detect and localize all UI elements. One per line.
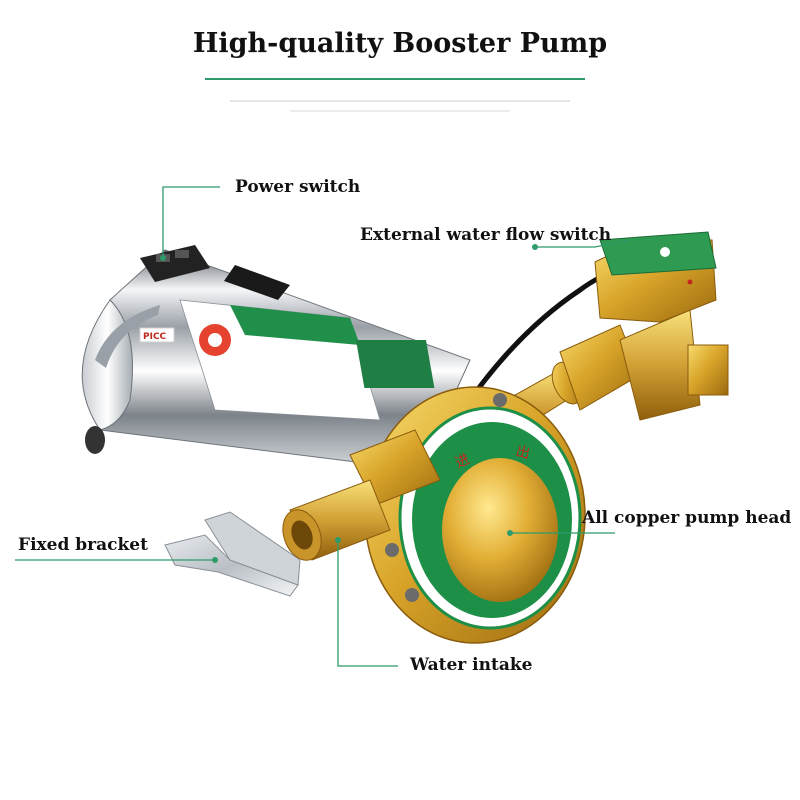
leader-water-intake [337,540,398,667]
callout-external-flow-switch: External water flow switch [360,225,612,245]
page-title: High-quality Booster Pump [192,28,608,59]
leader-flow-switch [535,239,629,248]
callout-leader-lines [15,186,629,667]
callout-water-intake: Water intake [410,655,533,675]
flow-switch-device [594,231,717,323]
svg-text:进: 进 [453,451,472,471]
leader-power-switch [162,186,220,258]
motor-housing: PICC [81,245,471,471]
svg-text:出: 出 [514,443,532,462]
picc-badge: PICC [143,332,167,342]
callout-power-switch: Power switch [235,177,361,197]
callout-fixed-bracket: Fixed bracket [18,535,148,555]
title-underline [205,78,585,80]
inlet-nozzle [282,429,441,561]
copper-pump-head: 进 出 [364,386,586,644]
fixed-bracket-shape [164,511,301,597]
faint-subtitle-lines [230,100,570,112]
callout-copper-pump-head: All copper pump head [582,508,792,528]
